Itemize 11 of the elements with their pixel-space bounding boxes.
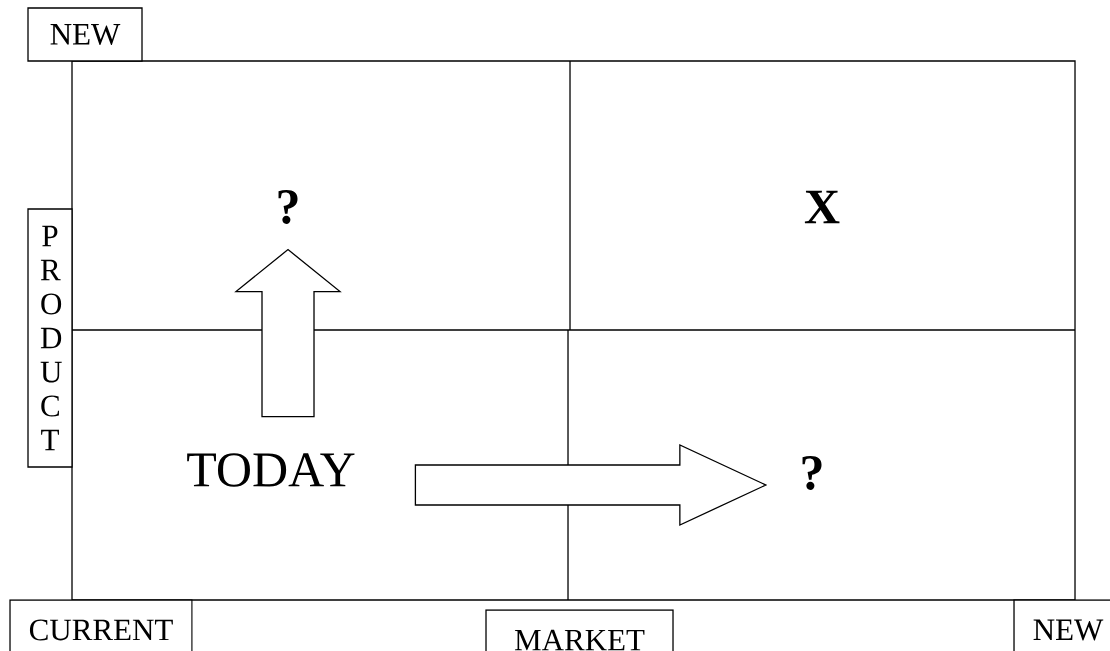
axis-label-box: CURRENT [9,599,193,651]
axis-label-box: MARKET [485,609,674,651]
axis-label-box: NEW [1013,599,1110,651]
question-mark: ? [278,190,298,224]
axis-label-box: NEW [27,7,143,62]
axis-label-box: PRODUCT [27,208,73,468]
cell-mark: X [804,190,840,224]
question-mark: ? [802,456,822,490]
block-arrow [414,444,768,527]
block-arrow [234,248,342,418]
today-label: TODAY [187,453,355,487]
